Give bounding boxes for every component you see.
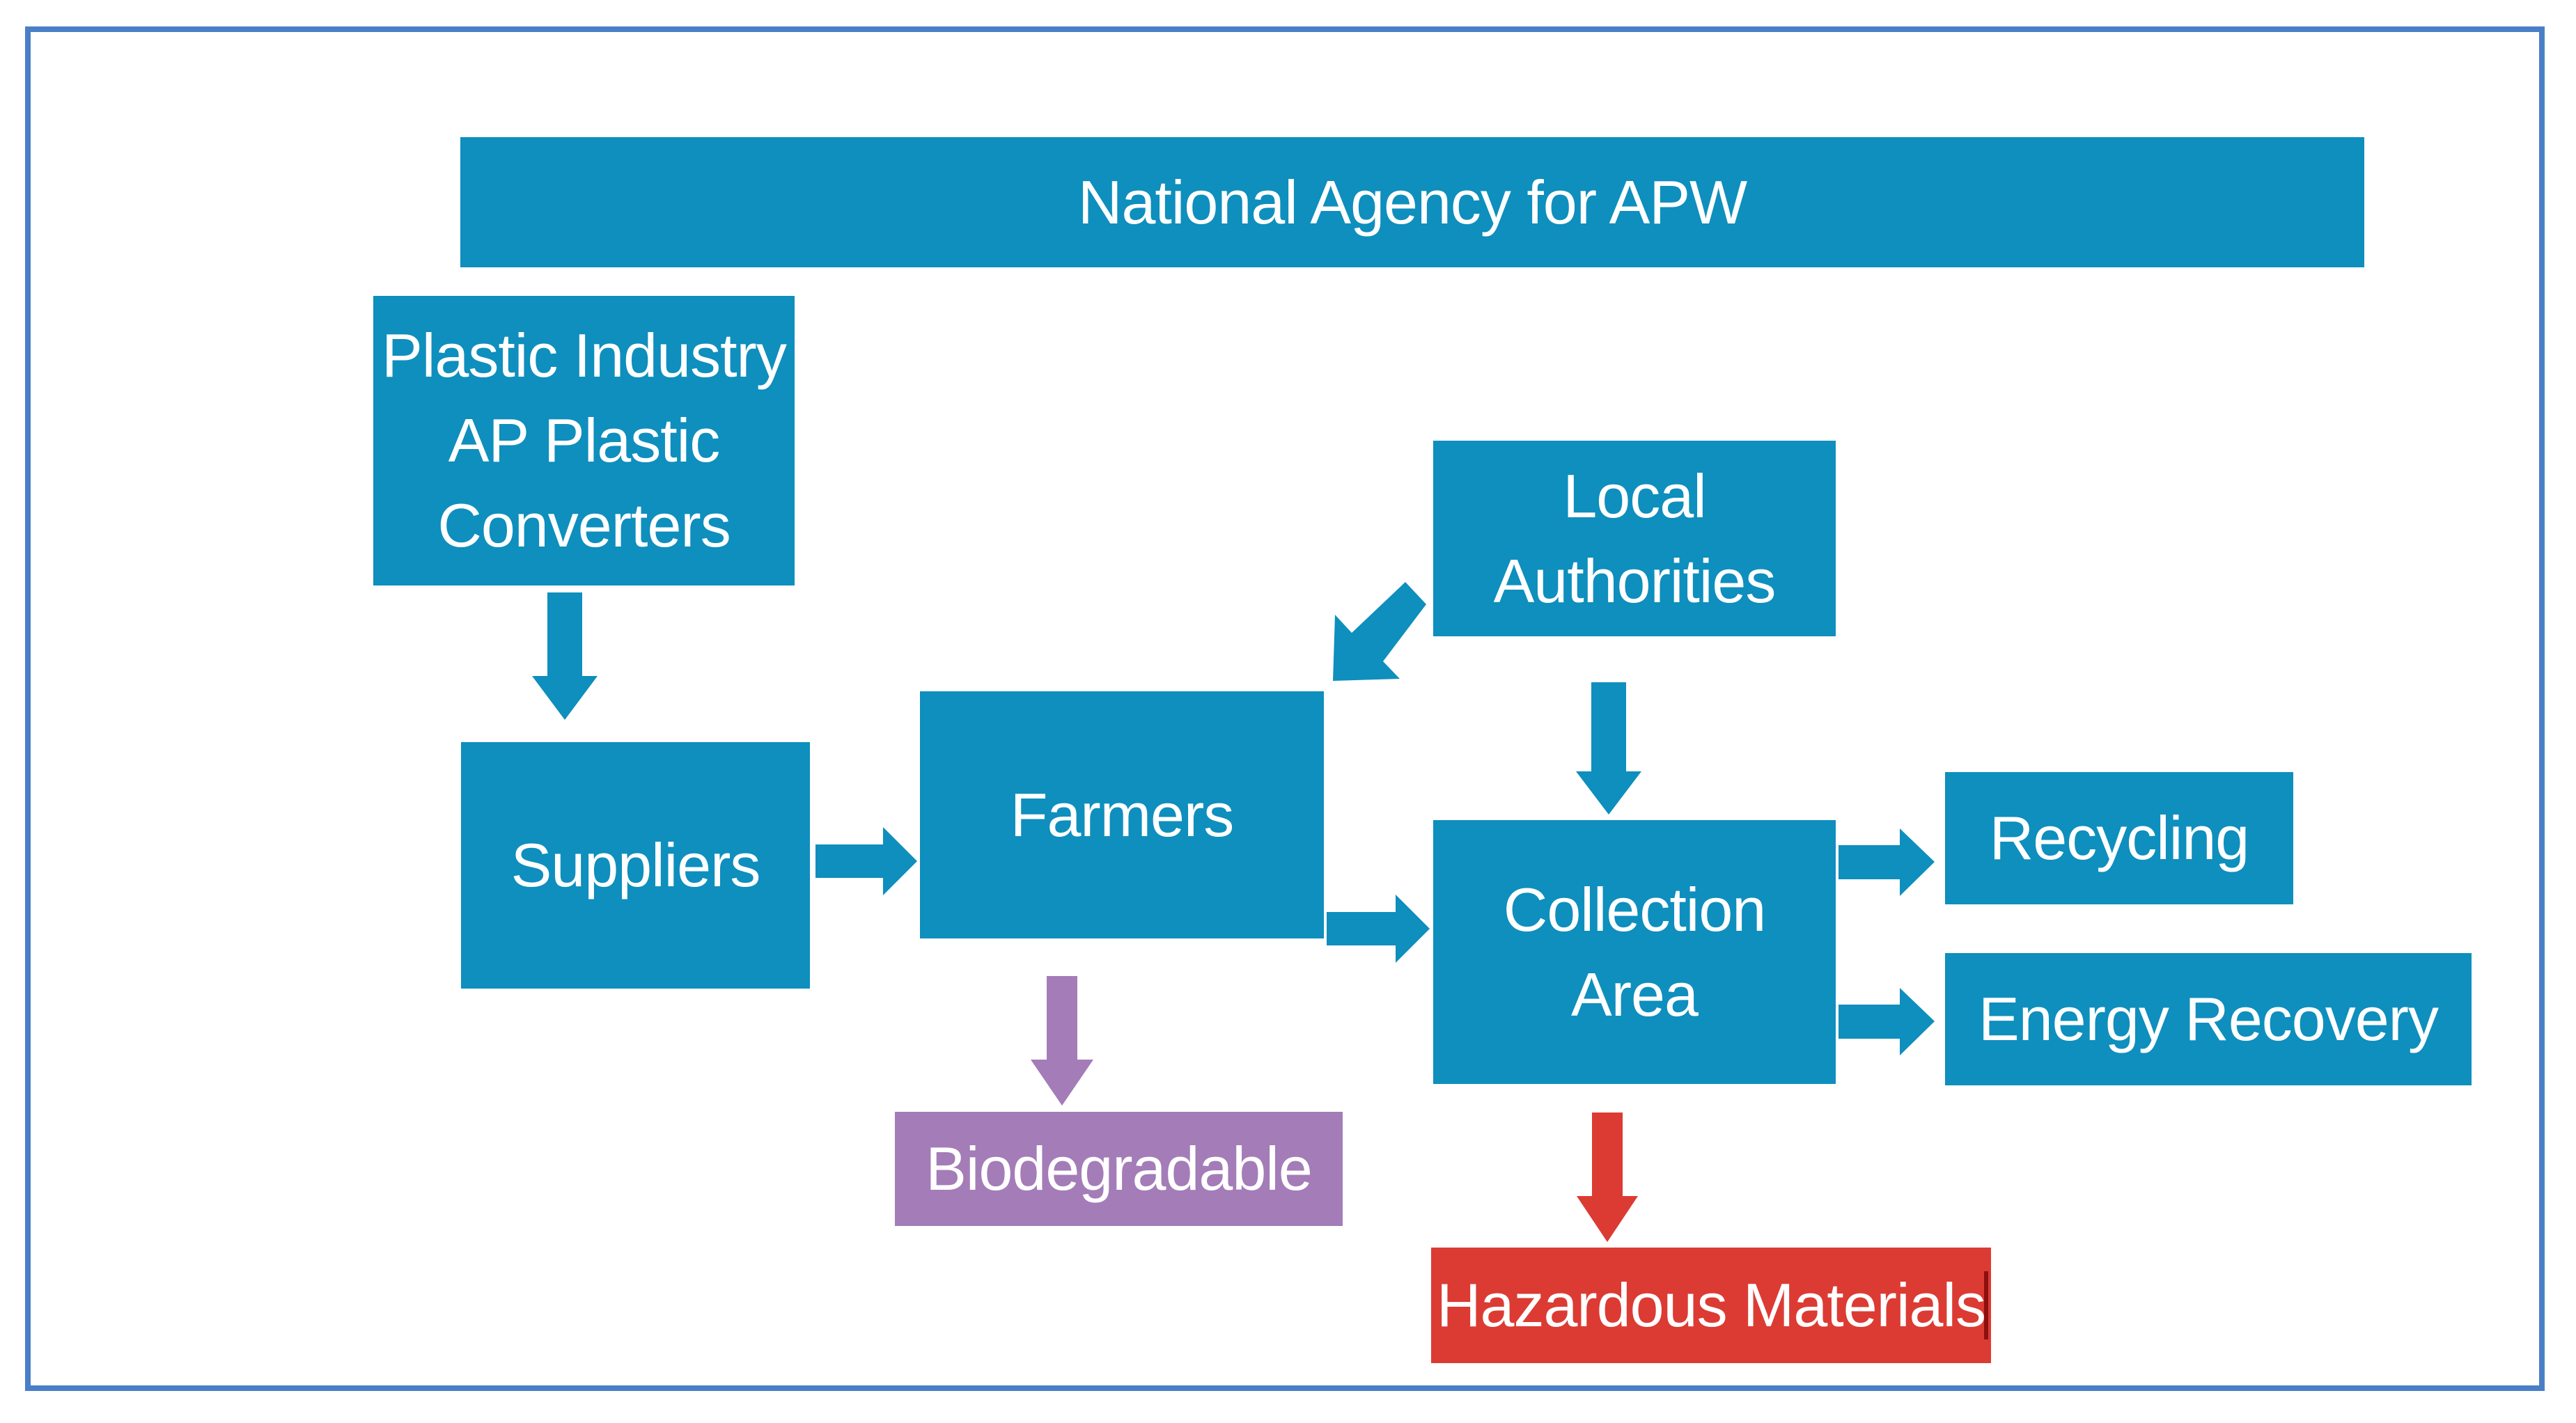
energy-recovery-label: Energy Recovery [1978, 984, 2439, 1053]
energy-recovery-box: Energy Recovery [1945, 953, 2472, 1085]
biodegradable-box: Biodegradable [895, 1112, 1343, 1226]
plastic-industry-label-line-1: Plastic Industry [382, 321, 787, 390]
local-authorities-label-line-1: Local [1563, 461, 1706, 530]
biodegradable-label: Biodegradable [926, 1134, 1313, 1203]
plastic-industry-label-line-3: Converters [437, 491, 731, 560]
recycling-box: Recycling [1945, 772, 2293, 904]
suppliers-label: Suppliers [510, 831, 761, 899]
national-agency-label: National Agency for APW [1077, 167, 1747, 237]
collection-area-box: Collection Area [1433, 820, 1836, 1084]
farmers-box: Farmers [920, 691, 1324, 938]
recycling-label: Recycling [1989, 803, 2249, 872]
hazardous-materials-label: Hazardous Materials [1437, 1271, 1986, 1339]
national-agency-box: National Agency for APW [460, 137, 2364, 267]
text-cursor [1984, 1271, 1988, 1339]
plastic-industry-label-line-2: AP Plastic [448, 406, 720, 475]
collection-area-label-line-2: Area [1571, 959, 1699, 1029]
farmers-label: Farmers [1010, 780, 1235, 849]
local-authorities-label-line-2: Authorities [1493, 546, 1777, 615]
plastic-industry-box: Plastic Industry AP Plastic Converters [373, 296, 795, 585]
suppliers-box: Suppliers [461, 742, 810, 989]
hazardous-materials-box: Hazardous Materials [1431, 1248, 1991, 1363]
collection-area-label-line-1: Collection [1503, 874, 1766, 944]
local-authorities-box: Local Authorities [1433, 441, 1836, 636]
